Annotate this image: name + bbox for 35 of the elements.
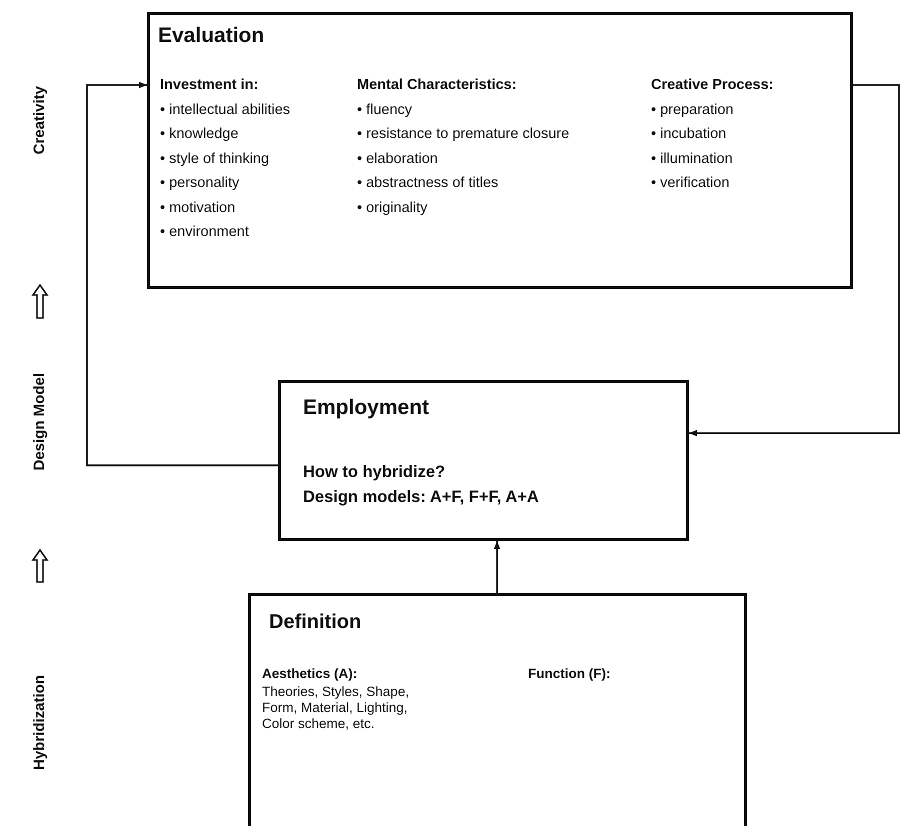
box-text: • originality (357, 200, 428, 217)
process-box (147, 12, 853, 289)
process-box (278, 380, 689, 541)
arrow (86, 82, 278, 466)
box-text: • knowledge (160, 126, 238, 144)
box-text: • abstractness of titles (357, 175, 498, 192)
box-text: • illumination (651, 150, 733, 168)
box-text: How to hybridize? (303, 463, 446, 483)
box-text: Design models: A+F, F+F, A+A (303, 488, 539, 508)
box-text: • personality (160, 175, 240, 192)
box-text: • motivation (160, 200, 236, 217)
box-text: • elaboration (357, 150, 438, 168)
stage-label: Design Model (31, 373, 49, 471)
box-text: • fluency (357, 102, 412, 119)
box-text: • verification (651, 175, 730, 192)
box-text: • incubation (651, 126, 726, 144)
arrow (689, 84, 900, 436)
box-text: Function (F): (528, 666, 610, 682)
box-title: Employment (303, 395, 430, 420)
box-title: Definition (269, 610, 362, 634)
box-text: Investment in: (160, 77, 258, 94)
box-text: Theories, Styles, Shape, Form, Material, Lighting, Color scheme, etc. (262, 684, 410, 733)
box-text: • environment (160, 224, 249, 242)
box-text: Aesthetics (A): (262, 666, 358, 682)
arrow (494, 541, 500, 593)
box-text: • preparation (651, 102, 734, 119)
stage-label: Hybridization (31, 674, 49, 770)
box-text: • style of thinking (160, 150, 270, 168)
stage-label: Creativity (31, 86, 49, 154)
box-text: • resistance to premature closure (357, 126, 570, 144)
box-text: • intellectual abilities (160, 102, 290, 119)
box-text: Mental Characteristics: (357, 77, 517, 94)
box-text: Creative Process: (651, 77, 774, 94)
box-title: Evaluation (158, 23, 264, 48)
process-box (248, 593, 747, 826)
